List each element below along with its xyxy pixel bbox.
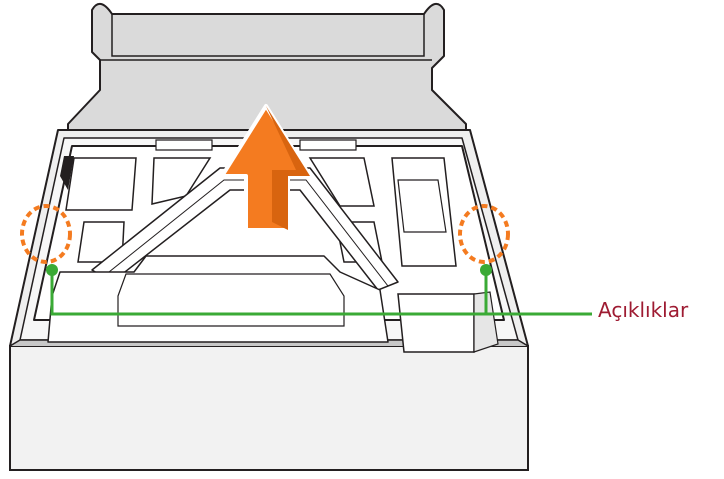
dot-marker-icon [480,264,492,276]
dot-marker-icon [46,264,58,276]
openings-label: Açıklıklar [598,298,688,322]
